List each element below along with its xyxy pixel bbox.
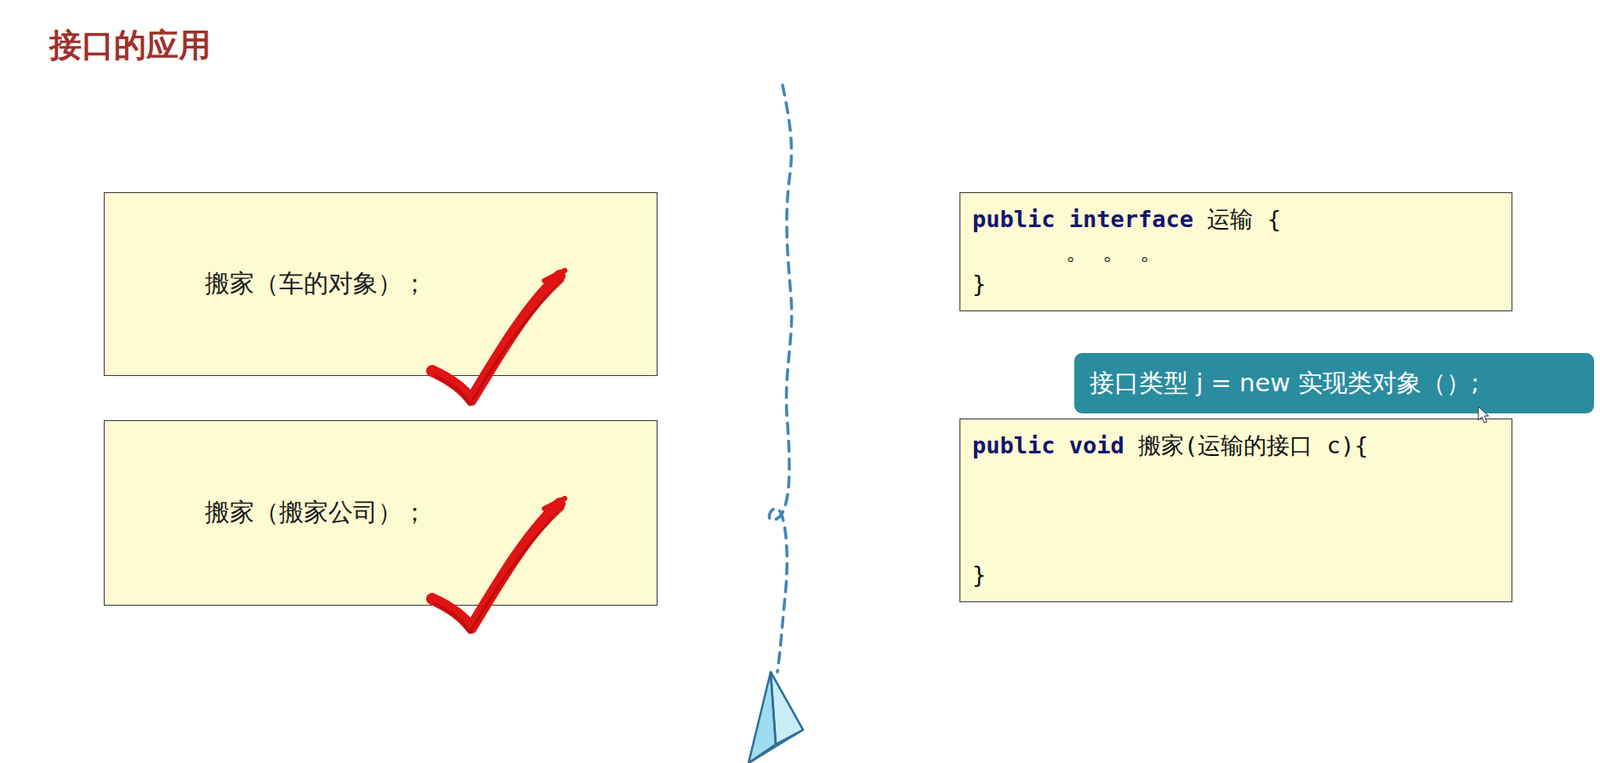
slide-title: 接口的应用 (49, 23, 211, 68)
tooltip-box: 接口类型 j = new 实现类对象（）; (1074, 353, 1595, 414)
scenario-box: 搬家（车的对象）； (103, 192, 658, 376)
box-label: 搬家（搬家公司）； (204, 495, 428, 530)
code-line: } (972, 558, 1495, 592)
code-line: } (972, 267, 1495, 301)
code-box: public void 搬家(运输的接口 c){} (959, 418, 1513, 603)
tooltip-text: 接口类型 j = new 实现类对象（）; (1089, 366, 1480, 401)
scenario-box: 搬家（搬家公司）； (103, 420, 658, 606)
code-line: public interface 运输 { (972, 203, 1495, 236)
code-line: public void 搬家(运输的接口 c){ (972, 429, 1495, 462)
paper-plane (748, 671, 803, 763)
code-box: public interface 运输 {。 。 。} (959, 192, 1513, 312)
code-line: 。 。 。 (972, 235, 1495, 268)
dashed-divider (768, 85, 792, 672)
box-label: 搬家（车的对象）； (204, 267, 428, 302)
